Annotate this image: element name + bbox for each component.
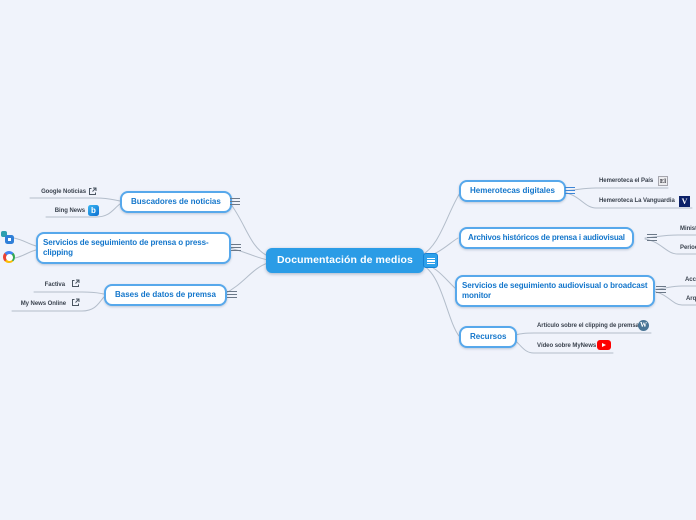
menu-icon[interactable]	[231, 244, 241, 246]
external-link-icon[interactable]	[88, 187, 97, 196]
notes-icon[interactable]	[423, 253, 438, 268]
menu-icon[interactable]	[227, 291, 237, 293]
child-articulo-clipping[interactable]: Artículo sobre el clipping de premsa	[537, 323, 639, 329]
child-hemeroteca-el-pais[interactable]: Hemeroteca el País	[599, 178, 654, 184]
topic-bases-de-datos[interactable]: Bases de datos de premsa	[104, 284, 227, 306]
wordpress-icon: W	[638, 320, 649, 331]
elpais-favicon: El	[658, 176, 668, 186]
teal-blue-favicon[interactable]	[1, 231, 14, 244]
topic-press-clipping[interactable]: Servicios de seguimiento de prensa o pre…	[36, 232, 231, 264]
child-bing-news[interactable]: Bing News	[54, 208, 85, 214]
child-arq-clipped[interactable]: Arq	[686, 296, 696, 302]
child-google-noticias[interactable]: Google Noticias	[41, 189, 86, 195]
child-my-news-online[interactable]: My News Online	[20, 301, 66, 307]
child-minist-clipped[interactable]: Minist	[680, 226, 696, 232]
menu-icon[interactable]	[230, 198, 240, 200]
child-acc-clipped[interactable]: Acc	[685, 277, 696, 283]
menu-icon[interactable]	[565, 187, 575, 189]
topic-seguimiento-audiovisual[interactable]: Servicios de seguimiento audiovisual o b…	[455, 275, 655, 307]
menu-icon[interactable]	[647, 234, 657, 236]
topic-recursos[interactable]: Recursos	[459, 326, 518, 348]
child-perioc-clipped[interactable]: Perioc	[680, 245, 696, 251]
topic-archivos-historicos[interactable]: Archivos históricos de prensa i audiovis…	[459, 227, 634, 249]
youtube-icon	[597, 340, 611, 350]
topic-hemerotecas-digitales[interactable]: Hemerotecas digitales	[459, 180, 566, 202]
lavanguardia-favicon: V	[679, 196, 690, 207]
menu-icon[interactable]	[656, 286, 666, 288]
external-link-icon[interactable]	[71, 298, 80, 307]
topic-buscadores-de-noticias[interactable]: Buscadores de noticias	[120, 191, 232, 213]
central-topic[interactable]: Documentación de medios	[266, 248, 424, 273]
google-g-favicon[interactable]	[3, 251, 15, 263]
child-video-mynews[interactable]: Vídeo sobre MyNews	[537, 343, 597, 349]
external-link-icon[interactable]	[71, 279, 80, 288]
bing-logo-icon: b	[88, 205, 99, 216]
child-hemeroteca-la-vanguardia[interactable]: Hemeroteca La Vanguardia	[599, 198, 675, 204]
child-factiva[interactable]: Factiva	[44, 282, 65, 288]
